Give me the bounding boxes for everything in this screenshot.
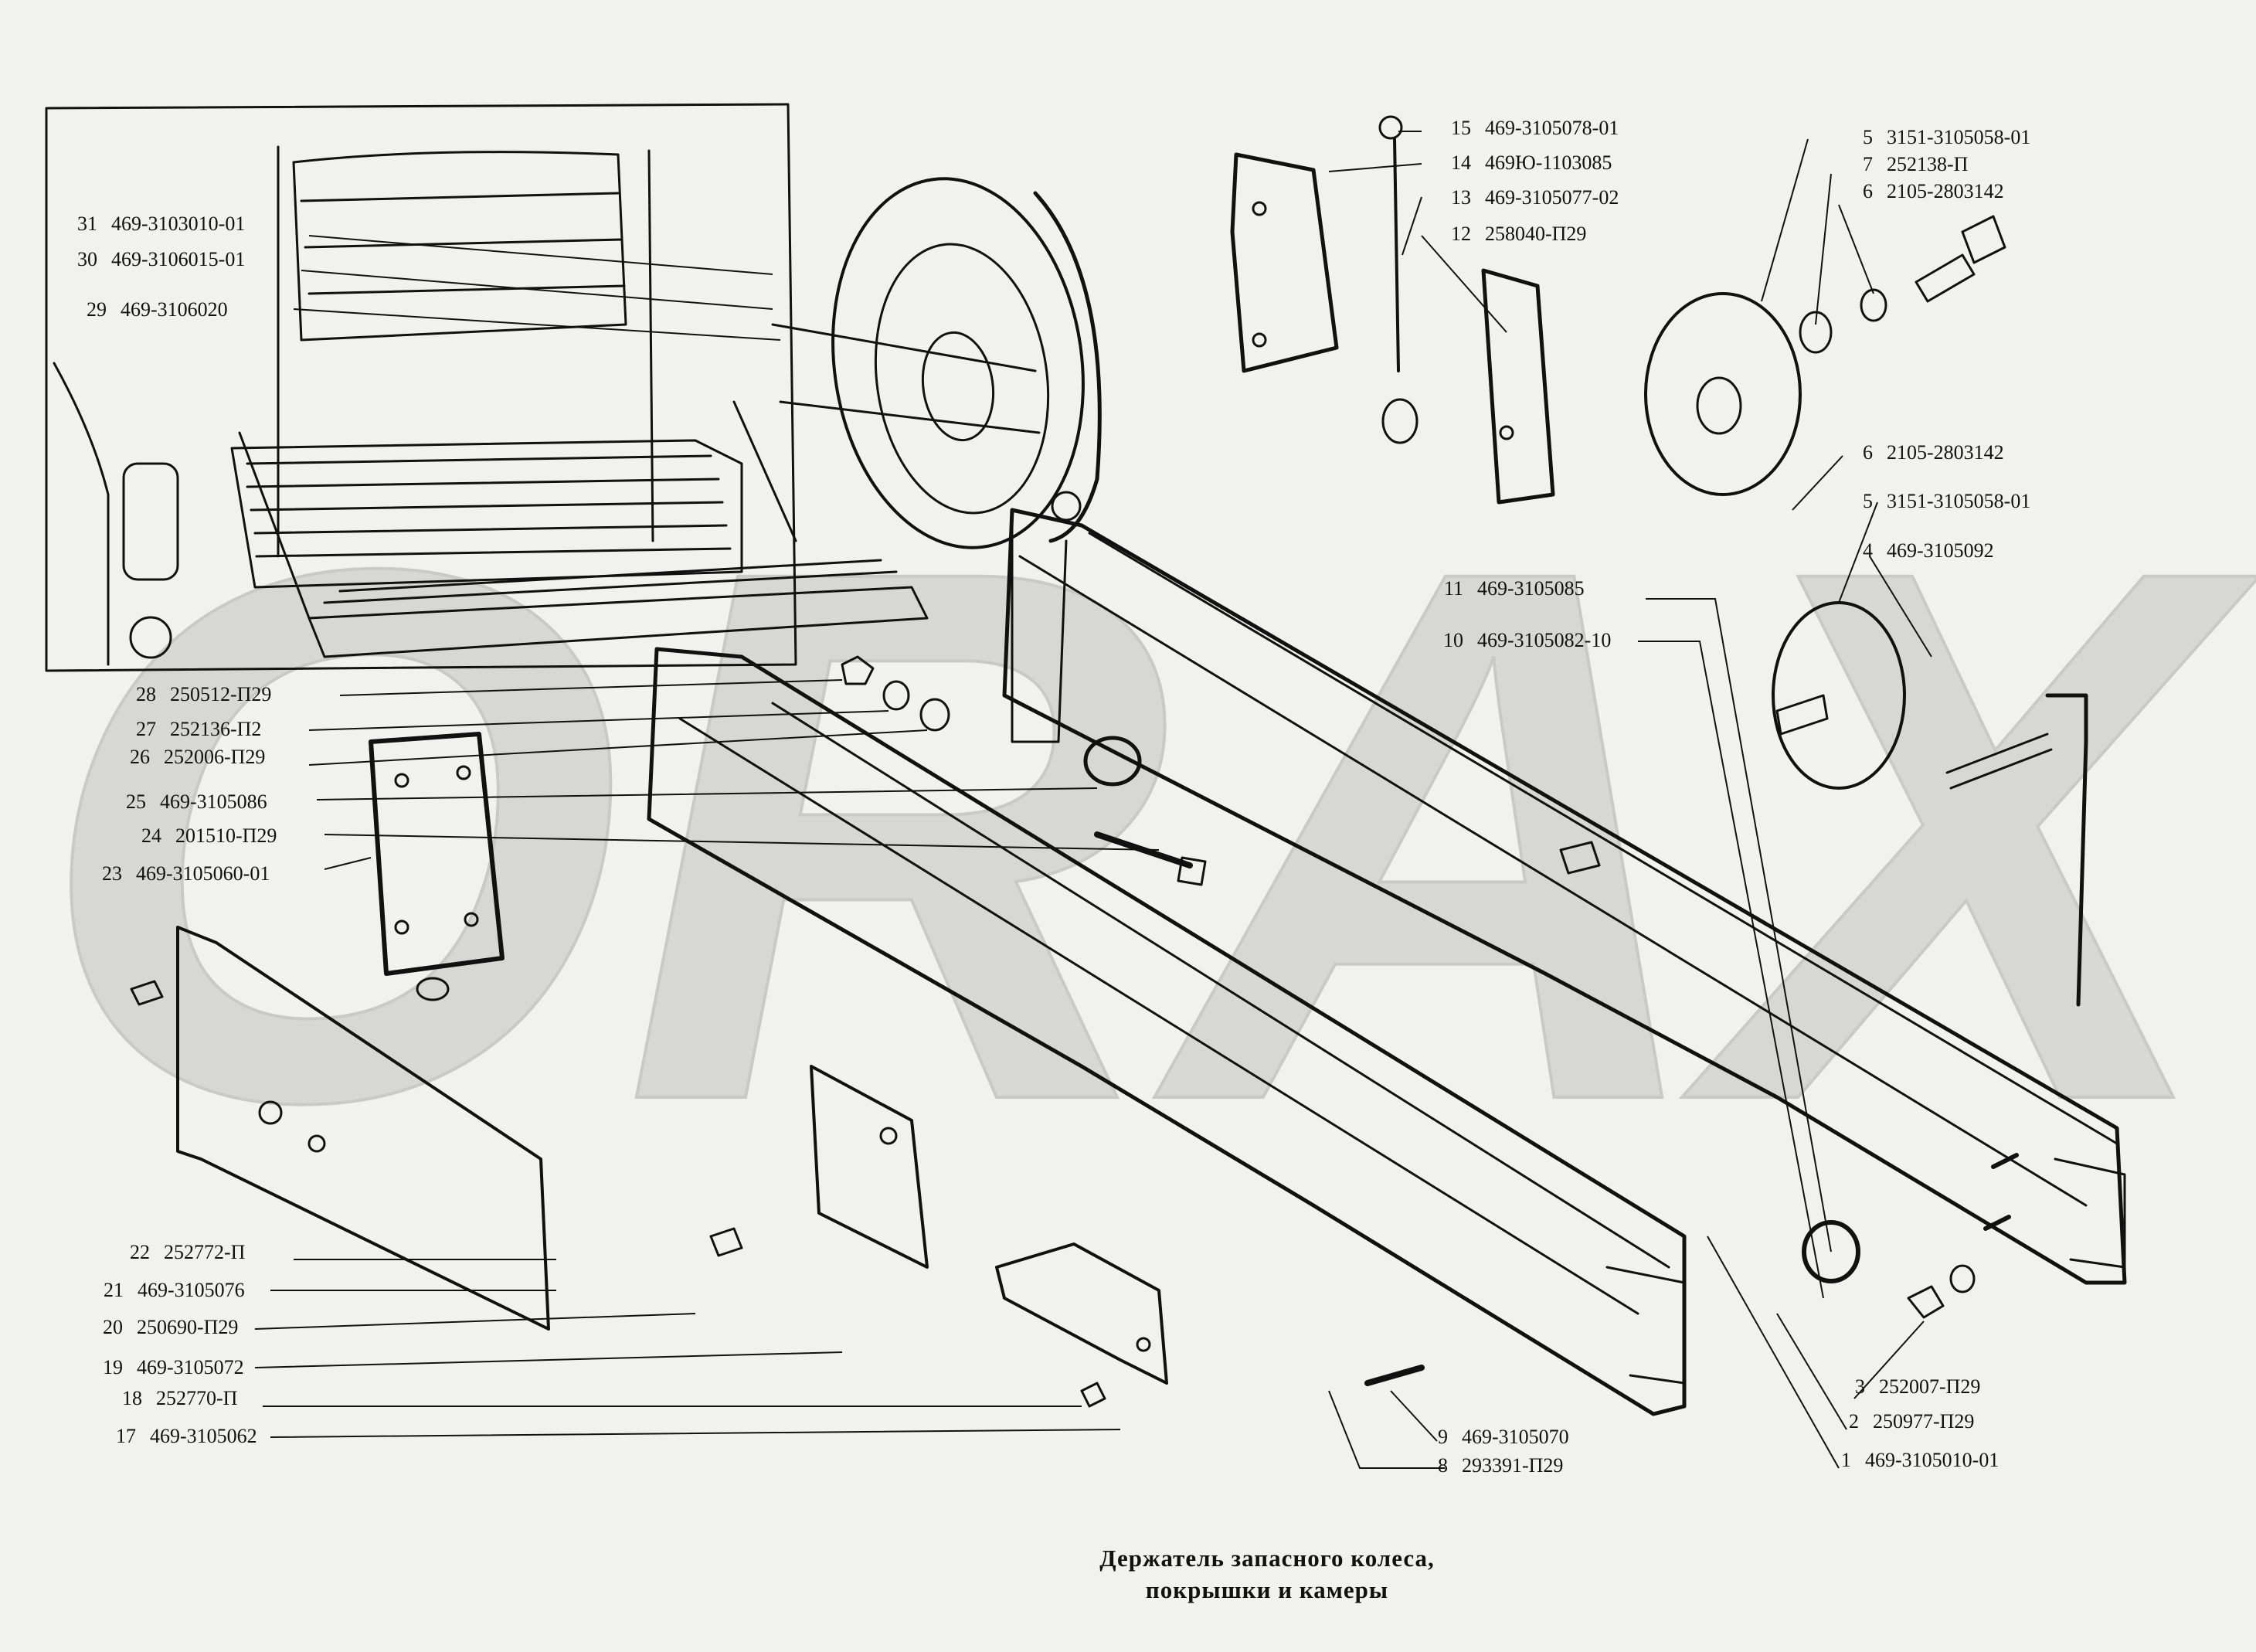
bracket-19 — [810, 1065, 929, 1269]
diagram-caption: Держатель запасного колеса, покрышки и к… — [912, 1542, 1622, 1606]
caption-line-1: Держатель запасного колеса, — [1099, 1545, 1435, 1572]
disc-4-and-stud — [1772, 601, 2088, 1007]
part-6-code: 2105-2803142 — [1887, 441, 2004, 464]
watermark: ORAX — [34, 412, 2256, 1258]
main-support-part — [1002, 491, 2127, 1285]
vehicle-body-illustration — [45, 103, 929, 672]
rod-and-ring-14 — [1378, 115, 1418, 444]
part-label-6: 862105-2803142293391-П292105-2803142 — [1863, 441, 2004, 464]
long-bracket-part — [647, 647, 1687, 1416]
disc-washers-bolt — [1644, 215, 2006, 496]
bracket-21 — [130, 926, 550, 1331]
caption-line-2: покрышки и камеры — [1145, 1576, 1389, 1604]
spare-wheel-illustration — [771, 177, 1102, 549]
plate-23 — [369, 732, 505, 1001]
leader-lines — [254, 131, 1932, 1469]
bracket-15 — [1230, 152, 1339, 373]
bracket-17 — [995, 1242, 1168, 1385]
bracket-13 — [1481, 268, 1555, 505]
